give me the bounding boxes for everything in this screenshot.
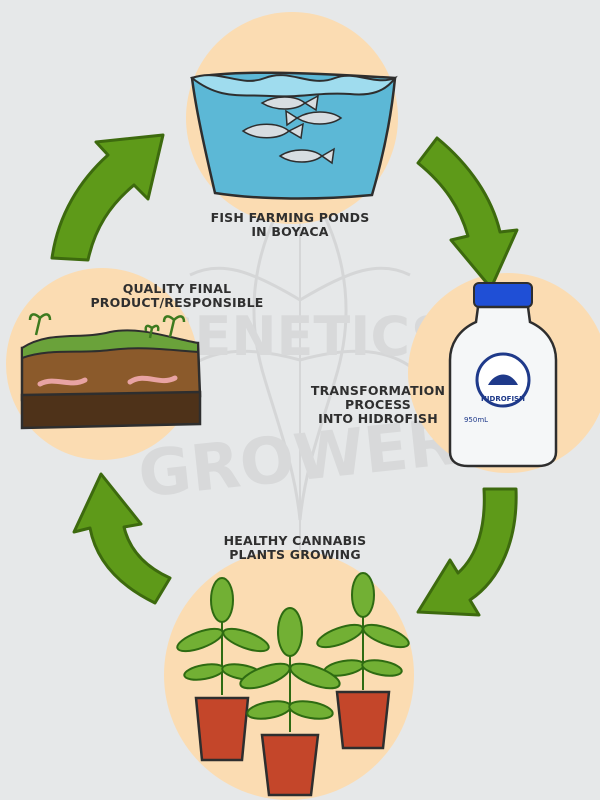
arrow-to-fish: [50, 133, 165, 262]
step-label-transform-line-1: TRANSFORMATION: [310, 383, 446, 398]
hidrofish-bottle: HIDROFISH 950mL: [448, 282, 558, 468]
step-label-transform-line-2: PROCESS: [345, 397, 411, 412]
arrow-to-plants: [416, 487, 518, 617]
fish-icon: [241, 94, 343, 165]
bottle-brand-text: HIDROFISH: [481, 395, 525, 403]
step-label-transform-line-3: INTO HIDROFISH: [318, 411, 438, 426]
step-label-transform: TRANSFORMATION PROCESS INTO HIDROFISH: [298, 384, 458, 426]
fish-pond-illustration: [189, 71, 398, 200]
step-label-plants: HEALTHY CANNABIS PLANTS GROWING: [195, 534, 395, 562]
arrow-to-bottle: [416, 136, 519, 290]
step-label-soil-line-2: PRODUCT/RESPONSIBLE: [90, 295, 264, 310]
step-label-soil-line-1: QUALITY FINAL: [122, 281, 232, 296]
step-label-plants-line-2: PLANTS GROWING: [229, 547, 361, 562]
watermark-text-top: GENETICS: [150, 305, 450, 368]
soil-illustration: [20, 313, 202, 430]
step-label-plants-line-1: HEALTHY CANNABIS: [223, 533, 367, 548]
step-label-fish-line-1: FISH FARMING PONDS: [210, 210, 370, 225]
arrow-to-soil: [72, 472, 172, 605]
cannabis-plants-illustration: [176, 572, 410, 797]
step-label-fish-line-2: IN BOYACA: [251, 224, 329, 239]
bottle-volume-text: 950mL: [464, 416, 488, 424]
step-label-soil: QUALITY FINAL PRODUCT/RESPONSIBLE: [72, 282, 282, 310]
step-label-fish: FISH FARMING PONDS IN BOYACA: [190, 211, 390, 239]
